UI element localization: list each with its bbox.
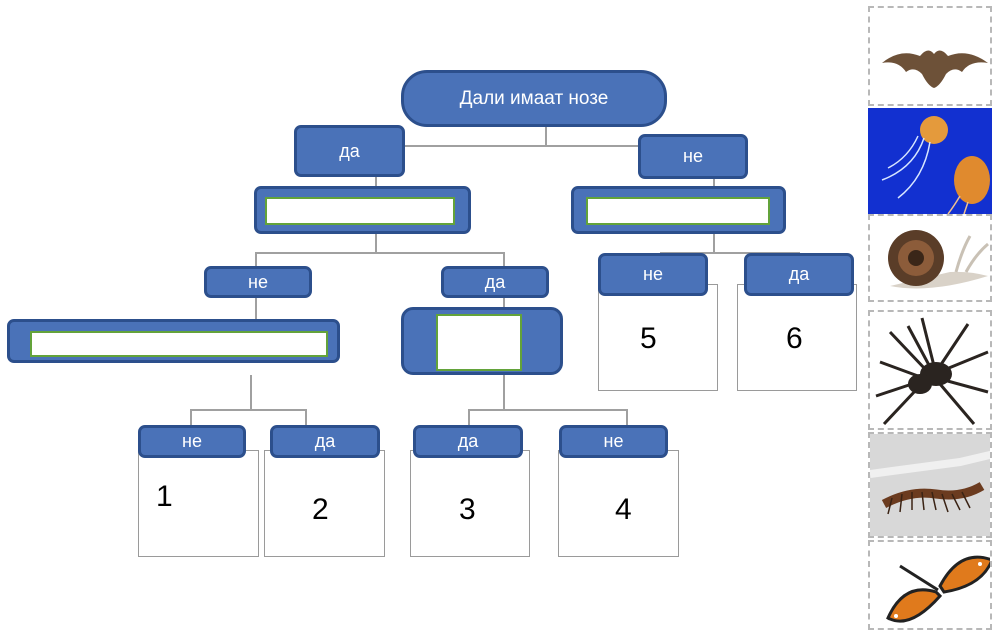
connector — [405, 145, 640, 147]
left-question-node — [254, 186, 471, 234]
animal-image-spider[interactable] — [868, 310, 992, 430]
connector — [626, 409, 628, 427]
centipede-icon — [870, 434, 990, 536]
animal-image-snail[interactable] — [868, 214, 992, 302]
connector — [468, 409, 628, 411]
connector — [305, 409, 307, 427]
jellyfish-icon — [868, 108, 992, 214]
answer-field[interactable] — [436, 314, 522, 371]
animal-image-centipede[interactable] — [868, 432, 992, 538]
snail-icon — [888, 230, 989, 289]
bat-icon — [882, 50, 988, 88]
leaf-label-4: не — [559, 425, 668, 458]
leaf-label-2: да — [270, 425, 380, 458]
right-yes-node: да — [744, 253, 854, 296]
connector — [375, 175, 377, 189]
connector — [468, 409, 470, 427]
connector — [713, 230, 715, 252]
leaf-label-1: не — [138, 425, 246, 458]
connector — [375, 230, 377, 252]
yes-node-level1: да — [294, 125, 405, 177]
connector — [713, 178, 715, 190]
connector — [503, 252, 505, 268]
leaf-label-3: да — [413, 425, 523, 458]
left-no-node: не — [204, 266, 312, 298]
leaf-number-5: 5 — [640, 322, 657, 355]
animal-image-jellyfish[interactable] — [868, 108, 992, 214]
butterfly-icon — [886, 555, 990, 623]
root-question-node: Дали имаат нозе — [401, 70, 667, 127]
connector — [250, 375, 252, 410]
leaf-number-2: 2 — [312, 493, 329, 526]
animal-image-butterfly[interactable] — [868, 540, 992, 630]
no-node-level1: не — [638, 134, 748, 179]
spider-icon — [875, 317, 989, 426]
leaf-box-1 — [138, 450, 259, 557]
leaf-number-4: 4 — [615, 493, 632, 526]
connector — [190, 409, 192, 427]
leaf-number-3: 3 — [459, 493, 476, 526]
connector — [255, 298, 257, 320]
mid-sub-question-node — [401, 307, 563, 375]
leaf-box-5 — [598, 284, 718, 391]
leaf-box-3 — [410, 450, 530, 557]
leaf-box-2 — [264, 450, 385, 557]
right-no-node: не — [598, 253, 708, 296]
answer-field[interactable] — [586, 197, 770, 225]
connector — [190, 409, 307, 411]
left-sub-question-node — [7, 319, 340, 363]
connector — [255, 252, 505, 254]
left-yes-node: да — [441, 266, 549, 298]
answer-field[interactable] — [265, 197, 455, 225]
connector — [503, 298, 505, 308]
leaf-number-1: 1 — [156, 480, 173, 513]
leaf-number-6: 6 — [786, 322, 803, 355]
right-question-node — [571, 186, 786, 234]
animal-image-bat[interactable] — [868, 6, 992, 106]
connector — [660, 252, 800, 254]
connector — [503, 375, 505, 410]
answer-field[interactable] — [30, 331, 328, 357]
connector — [545, 125, 547, 147]
top-scrap-text — [123, 8, 363, 14]
connector — [255, 252, 257, 268]
